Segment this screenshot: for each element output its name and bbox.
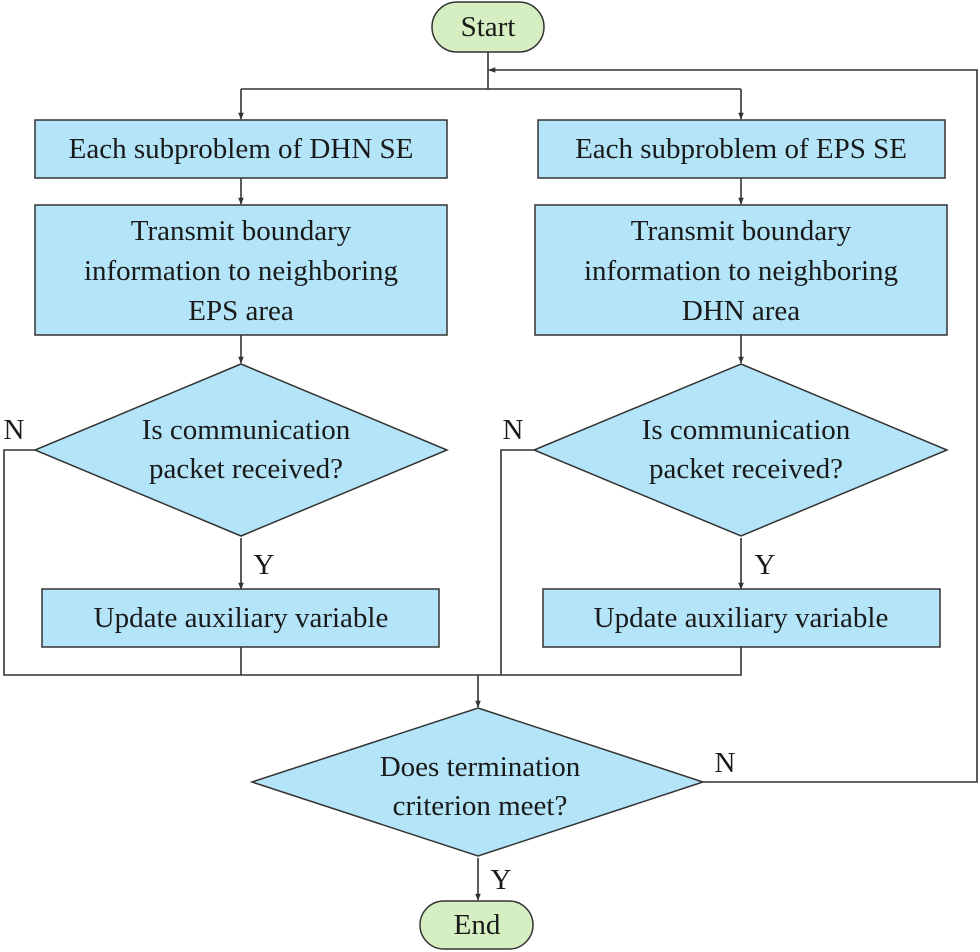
dhn-transmit-box	[34, 204, 448, 336]
dhn-transmit-line-2: information to neighboring	[84, 255, 398, 287]
start-label: Start	[461, 11, 516, 43]
end-node: End	[419, 900, 534, 950]
edge-eps-update-down	[476, 647, 742, 676]
edge-dhn-decision-no	[3, 449, 476, 676]
termination-decision-line-2: criterion meet?	[393, 790, 568, 822]
end-label: End	[454, 909, 501, 941]
dhn-update-box	[41, 588, 440, 648]
termination-no-label: N	[715, 747, 736, 779]
eps-decision-node: Is communication packet received?	[532, 363, 949, 537]
edge-eps-decision-no	[500, 449, 534, 675]
connectors	[3, 52, 978, 901]
dhn-update-label: Update auxiliary variable	[94, 602, 389, 634]
dhn-transmit-line-1: Transmit boundary	[131, 215, 352, 247]
dhn-no-label: N	[4, 414, 25, 446]
eps-transmit-node: Transmit boundary information to neighbo…	[534, 204, 948, 336]
eps-yes-label: Y	[755, 549, 776, 581]
dhn-transmit-line-3: EPS area	[188, 295, 294, 327]
eps-decision-line-2: packet received?	[649, 453, 843, 485]
eps-subproblem-label: Each subproblem of EPS SE	[575, 133, 907, 165]
termination-decision-diamond	[249, 707, 706, 857]
eps-update-node: Update auxiliary variable	[542, 588, 941, 648]
termination-decision-node: Does termination criterion meet?	[249, 707, 706, 857]
eps-transmit-line-3: DHN area	[682, 295, 800, 327]
eps-decision-line-1: Is communication	[642, 414, 851, 446]
eps-subproblem-node: Each subproblem of EPS SE	[537, 119, 946, 179]
edge-termination-no-loop	[488, 67, 978, 783]
eps-transmit-line-1: Transmit boundary	[631, 215, 852, 247]
dhn-subproblem-box	[34, 119, 448, 179]
eps-decision-diamond	[532, 363, 949, 537]
dhn-decision-line-1: Is communication	[142, 414, 351, 446]
eps-update-box	[542, 588, 941, 648]
end-terminal	[419, 900, 534, 950]
termination-yes-label: Y	[491, 864, 512, 896]
edge-labels: N Y N Y N Y	[4, 414, 776, 896]
dhn-decision-node: Is communication packet received?	[33, 363, 449, 537]
eps-transmit-box	[534, 204, 948, 336]
dhn-transmit-node: Transmit boundary information to neighbo…	[34, 204, 448, 336]
dhn-subproblem-label: Each subproblem of DHN SE	[69, 133, 414, 165]
dhn-update-node: Update auxiliary variable	[41, 588, 440, 648]
start-node: Start	[431, 1, 545, 53]
termination-decision-line-1: Does termination	[380, 751, 581, 783]
dhn-subproblem-node: Each subproblem of DHN SE	[34, 119, 448, 179]
eps-transmit-line-2: information to neighboring	[584, 255, 898, 287]
eps-no-label: N	[503, 414, 524, 446]
dhn-decision-line-2: packet received?	[149, 453, 343, 485]
dhn-decision-diamond	[33, 363, 449, 537]
eps-subproblem-box	[537, 119, 946, 179]
eps-update-label: Update auxiliary variable	[594, 602, 889, 634]
start-terminal	[431, 1, 545, 53]
dhn-yes-label: Y	[254, 549, 275, 581]
